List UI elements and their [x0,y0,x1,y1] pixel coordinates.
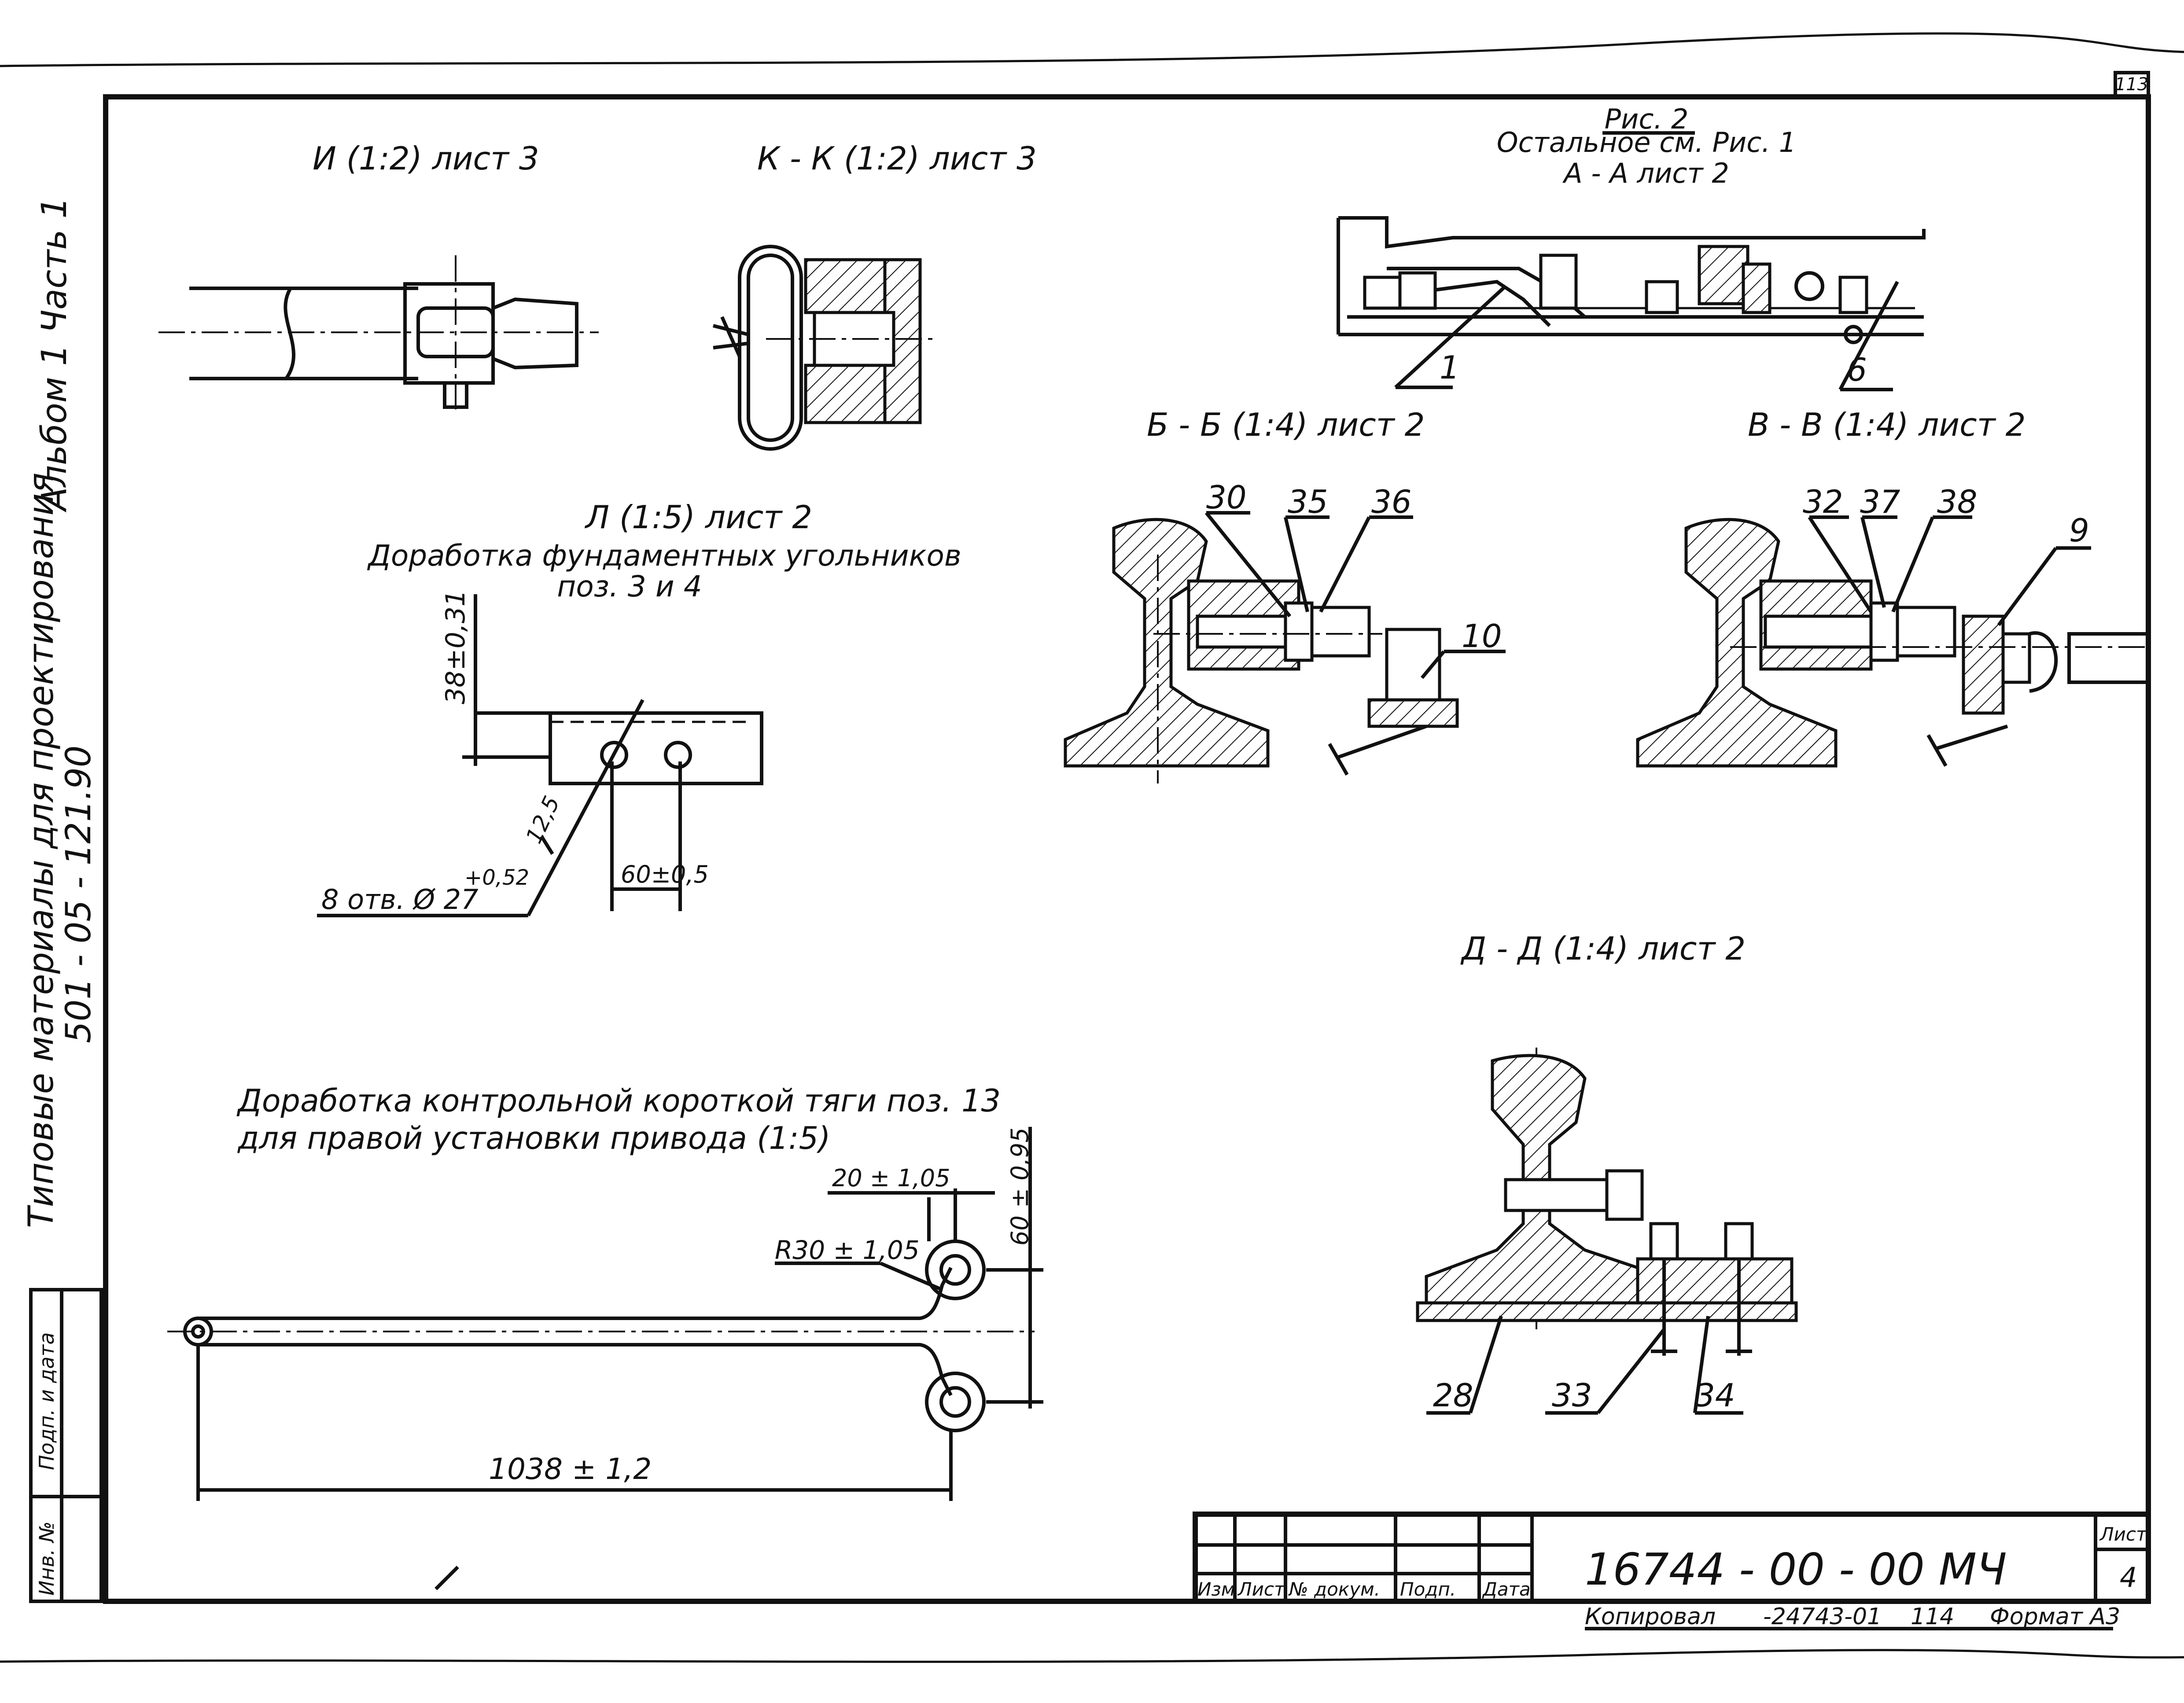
section-d-d: Д - Д (1:4) лист 2 28 33 34 [1416,930,1798,1415]
fig2-note: Остальное см. Рис. 1 [1497,126,1796,158]
view-l: Л (1:5) лист 2 Доработка фундаментных уг… [317,499,961,917]
side-sign-label: Подп. и дата [35,1332,59,1470]
side-album-label: Альбом 1 Часть 1 [35,197,74,513]
fig2-callout-6: 6 [1847,351,1867,388]
view-l-note-2: поз. 3 и 4 [557,570,702,603]
v-callout-9: 9 [2069,512,2089,549]
b-callout-36: 36 [1371,483,1412,520]
tb-header-izm: Изм [1197,1578,1235,1600]
paper-edge-bottom [0,1649,2184,1663]
section-v-v: В - В (1:4) лист 2 32 37 38 9 [1636,406,2150,768]
view-l-note-1: Доработка фундаментных угольников [367,539,961,573]
l-holes-tol: +0,52 [464,865,529,890]
l-holes-dim: 8 отв. Ø 27 [321,883,479,916]
tb-header-doc: № докум. [1288,1578,1380,1600]
rod-height-dim: 60 ± 0,95 [1006,1127,1034,1246]
rod-note-1: Доработка контрольной короткой тяги поз.… [236,1083,1001,1119]
d-callout-33: 33 [1552,1377,1592,1414]
fig2-section-label: А - А лист 2 [1562,157,1729,189]
tb-designation: 16744 - 00 - 00 МЧ [1585,1544,2007,1595]
rod-note-2: для правой установки привода (1:5) [237,1120,830,1156]
tb-sheet-label: Лист [2099,1523,2147,1545]
control-rod: Доработка контрольной короткой тяги поз.… [167,1083,1043,1590]
section-d-label: Д - Д (1:4) лист 2 [1460,930,1746,967]
tb-copy-code: -24743-01 [1763,1604,1882,1630]
section-v-label: В - В (1:4) лист 2 [1748,406,2026,443]
section-b-b: Б - Б (1:4) лист 2 30 35 36 10 [1064,406,1506,783]
tb-copy-num: 114 [1911,1604,1954,1630]
drawing-frame [103,94,2151,1604]
l-pitch-dim: 60±0,5 [621,861,709,888]
rod-length-dim: 1038 ± 1,2 [489,1452,652,1486]
side-series-title: Типовые материалы для проектирования [22,473,61,1228]
rod-offset-dim: 20 ± 1,05 [832,1164,950,1192]
d-callout-28: 28 [1433,1377,1473,1414]
section-k-k: К - К (1:2) лист 3 [713,140,1037,451]
page-number: 113 [2115,74,2148,95]
fig2-title: Рис. 2 [1605,103,1689,135]
tb-sheet-number: 4 [2120,1561,2137,1593]
tb-header-date: Дата [1482,1578,1531,1600]
b-callout-30: 30 [1206,479,1247,516]
view-i: И (1:2) лист 3 [158,140,599,409]
fig-2: Рис. 2 Остальное см. Рис. 1 А - А лист 2… [1337,103,1926,391]
title-block: Изм Лист № докум. Подп. Дата 16744 - 00 … [1193,1512,2151,1630]
d-callout-34: 34 [1695,1377,1735,1414]
tb-format: Формат А3 [1990,1604,2120,1630]
side-series-code: 501 - 05 - 121.90 [59,745,99,1043]
b-callout-10: 10 [1462,618,1502,655]
l-height-dim: 38±0,31 [440,590,471,704]
fig2-callout-1: 1 [1440,349,1460,386]
v-callout-38: 38 [1937,483,1978,520]
tb-header-list: Лист [1237,1578,1285,1600]
page-number-box [2114,71,2150,99]
rod-radius-dim: R30 ± 1,05 [775,1235,920,1265]
view-i-label: И (1:2) лист 3 [313,140,539,177]
tb-header-sign: Подп. [1400,1578,1456,1600]
b-callout-35: 35 [1288,483,1328,520]
paper-edge-top [0,32,2184,67]
section-k-label: К - К (1:2) лист 3 [757,140,1037,177]
v-callout-37: 37 [1860,483,1900,520]
section-b-label: Б - Б (1:4) лист 2 [1147,406,1425,443]
side-inv-label: Инв. № [35,1521,59,1596]
side-stamp-box [29,1288,103,1603]
view-l-label: Л (1:5) лист 2 [584,499,812,536]
tb-copy-line: Копировал [1585,1604,1716,1630]
v-callout-32: 32 [1803,483,1843,520]
